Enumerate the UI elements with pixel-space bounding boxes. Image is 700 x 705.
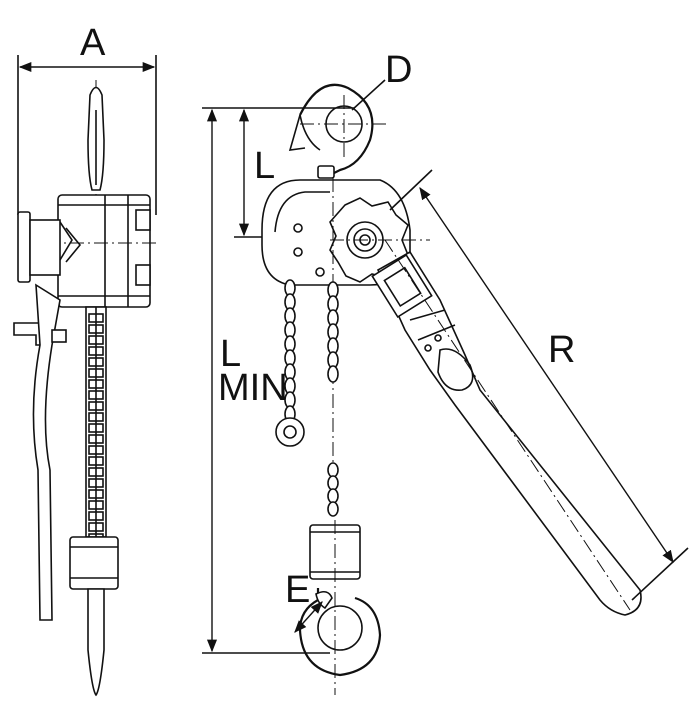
side-chain-link [88, 500, 104, 510]
load-chain [327, 178, 339, 517]
side-chain-link [88, 401, 104, 411]
label-a: A [80, 22, 106, 64]
side-chain-link [88, 368, 104, 378]
load-chain-link [327, 462, 339, 478]
side-chain [85, 306, 107, 543]
side-chain-link [88, 445, 104, 455]
dimension-l-main: L MIN [202, 107, 355, 654]
bottom-block [309, 520, 361, 695]
label-r: R [548, 329, 575, 371]
bottom-hook: E [285, 569, 382, 677]
side-top-hook [87, 86, 105, 191]
side-chain-link [88, 357, 104, 367]
hoist-body [261, 179, 430, 286]
side-chain-link [88, 324, 104, 334]
load-chain-link [327, 488, 339, 504]
front-view: L MIN L D [202, 49, 689, 695]
side-chain-link [88, 346, 104, 356]
side-chain-link [88, 412, 104, 422]
label-l-top: L [254, 145, 275, 187]
side-view: A [13, 22, 158, 697]
side-chain-link [88, 456, 104, 466]
load-chain-link [327, 365, 339, 383]
side-chain-link [88, 379, 104, 389]
load-chain-link [327, 501, 339, 517]
side-chain-link [88, 511, 104, 521]
hand-chain [275, 279, 305, 447]
side-chain-link [88, 467, 104, 477]
side-chain-link [88, 423, 104, 433]
side-lever [13, 283, 67, 621]
label-min: MIN [218, 367, 288, 409]
side-chain-link [88, 313, 104, 323]
top-hook: D [288, 49, 412, 179]
side-chain-link [88, 522, 104, 532]
side-chain-link [88, 489, 104, 499]
side-chain-link [88, 390, 104, 400]
label-e: E [285, 569, 310, 611]
side-housing [17, 194, 158, 308]
label-l-main: L [220, 333, 241, 375]
label-d: D [385, 49, 412, 91]
load-chain-link [327, 475, 339, 491]
side-bottom-block [69, 536, 119, 697]
dimension-a: A [17, 22, 157, 215]
lever-handle: R [371, 169, 689, 616]
side-chain-link [88, 335, 104, 345]
side-chain-link [88, 434, 104, 444]
side-chain-link [88, 478, 104, 488]
